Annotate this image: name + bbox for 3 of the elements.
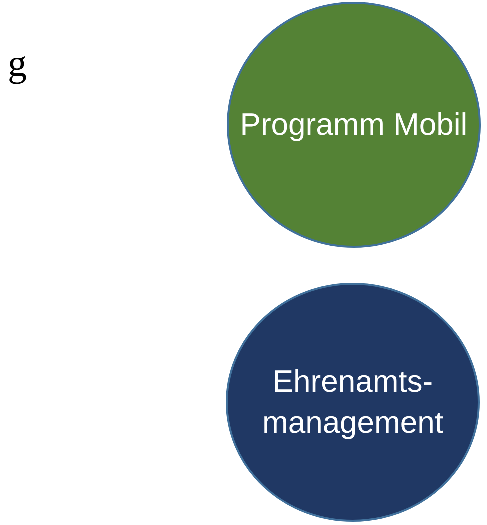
node-label: Programm Mobil [239, 106, 469, 144]
text-fragment: g [8, 42, 27, 86]
node-label: Ehrenamts- management [262, 363, 444, 442]
